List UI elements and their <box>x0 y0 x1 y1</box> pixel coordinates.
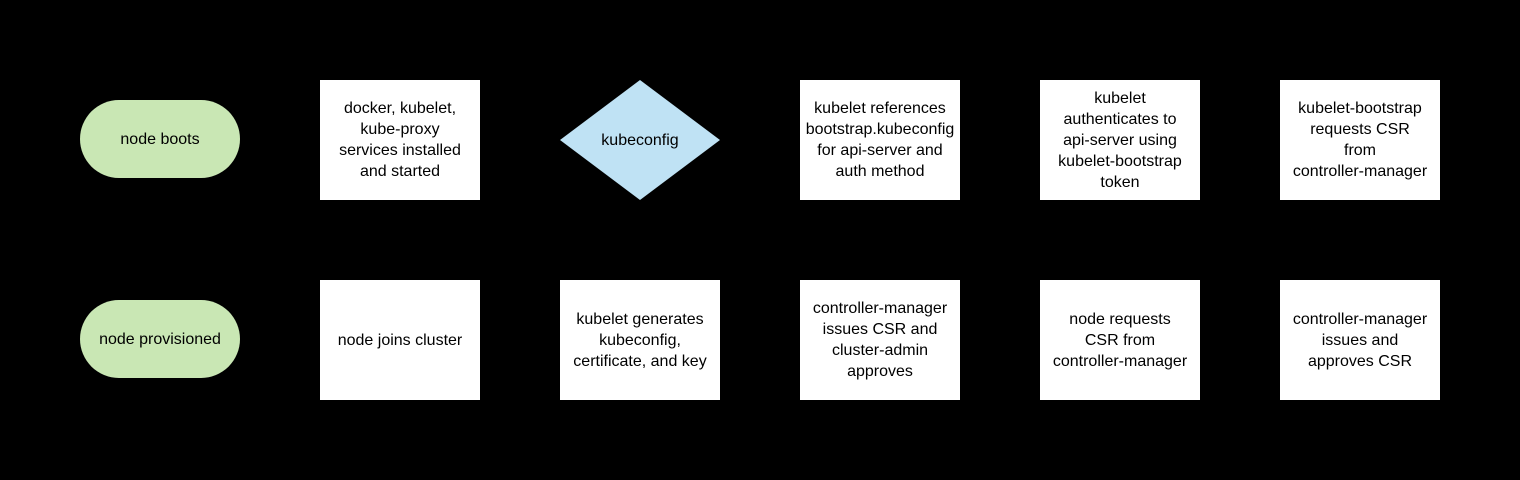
process-kubelet-authenticates: kubelet authenticates to api-server usin… <box>1040 80 1200 200</box>
process-kubelet-bootstrap-requests-csr: kubelet-bootstrap requests CSR from cont… <box>1280 80 1440 200</box>
terminator-node-boots: node boots <box>80 100 240 178</box>
process-cm-issues-and-approves-csr: controller-manager issues and approves C… <box>1280 280 1440 400</box>
decision-kubeconfig: kubeconfig <box>560 80 720 200</box>
process-kubelet-generates-kubeconfig-label: kubelet generates kubeconfig, certificat… <box>573 310 707 370</box>
terminator-node-provisioned-label: node provisioned <box>99 330 221 348</box>
process-cm-issues-csr-cluster-admin-approves-label: controller-manager issues CSR and cluste… <box>812 300 948 380</box>
process-kubelet-references-bootstrap-kubeconfig: kubelet references bootstrap.kubeconfig … <box>800 80 960 200</box>
process-node-requests-csr-label: node requests CSR from controller-manage… <box>1052 310 1188 370</box>
process-cm-issues-and-approves-csr-label: controller-manager issues and approves C… <box>1292 310 1428 370</box>
process-kubelet-generates-kubeconfig: kubelet generates kubeconfig, certificat… <box>560 280 720 400</box>
process-node-joins-cluster: node joins cluster <box>320 280 480 400</box>
process-kubelet-bootstrap-requests-csr-label: kubelet-bootstrap requests CSR from cont… <box>1292 100 1428 180</box>
process-node-joins-cluster-label: node joins cluster <box>337 331 463 349</box>
process-services-installed-label: docker, kubelet, kube-proxy services ins… <box>339 100 461 180</box>
process-kubelet-authenticates-label: kubelet authenticates to api-server usin… <box>1058 89 1182 191</box>
process-node-requests-csr: node requests CSR from controller-manage… <box>1040 280 1200 400</box>
terminator-node-provisioned: node provisioned <box>80 300 240 378</box>
terminator-node-boots-label: node boots <box>120 130 200 148</box>
decision-kubeconfig-label: kubeconfig <box>601 131 679 149</box>
process-kubelet-references-label: kubelet references bootstrap.kubeconfig … <box>805 100 955 180</box>
process-cm-issues-csr-cluster-admin-approves: controller-manager issues CSR and cluste… <box>800 280 960 400</box>
process-services-installed: docker, kubelet, kube-proxy services ins… <box>320 80 480 200</box>
